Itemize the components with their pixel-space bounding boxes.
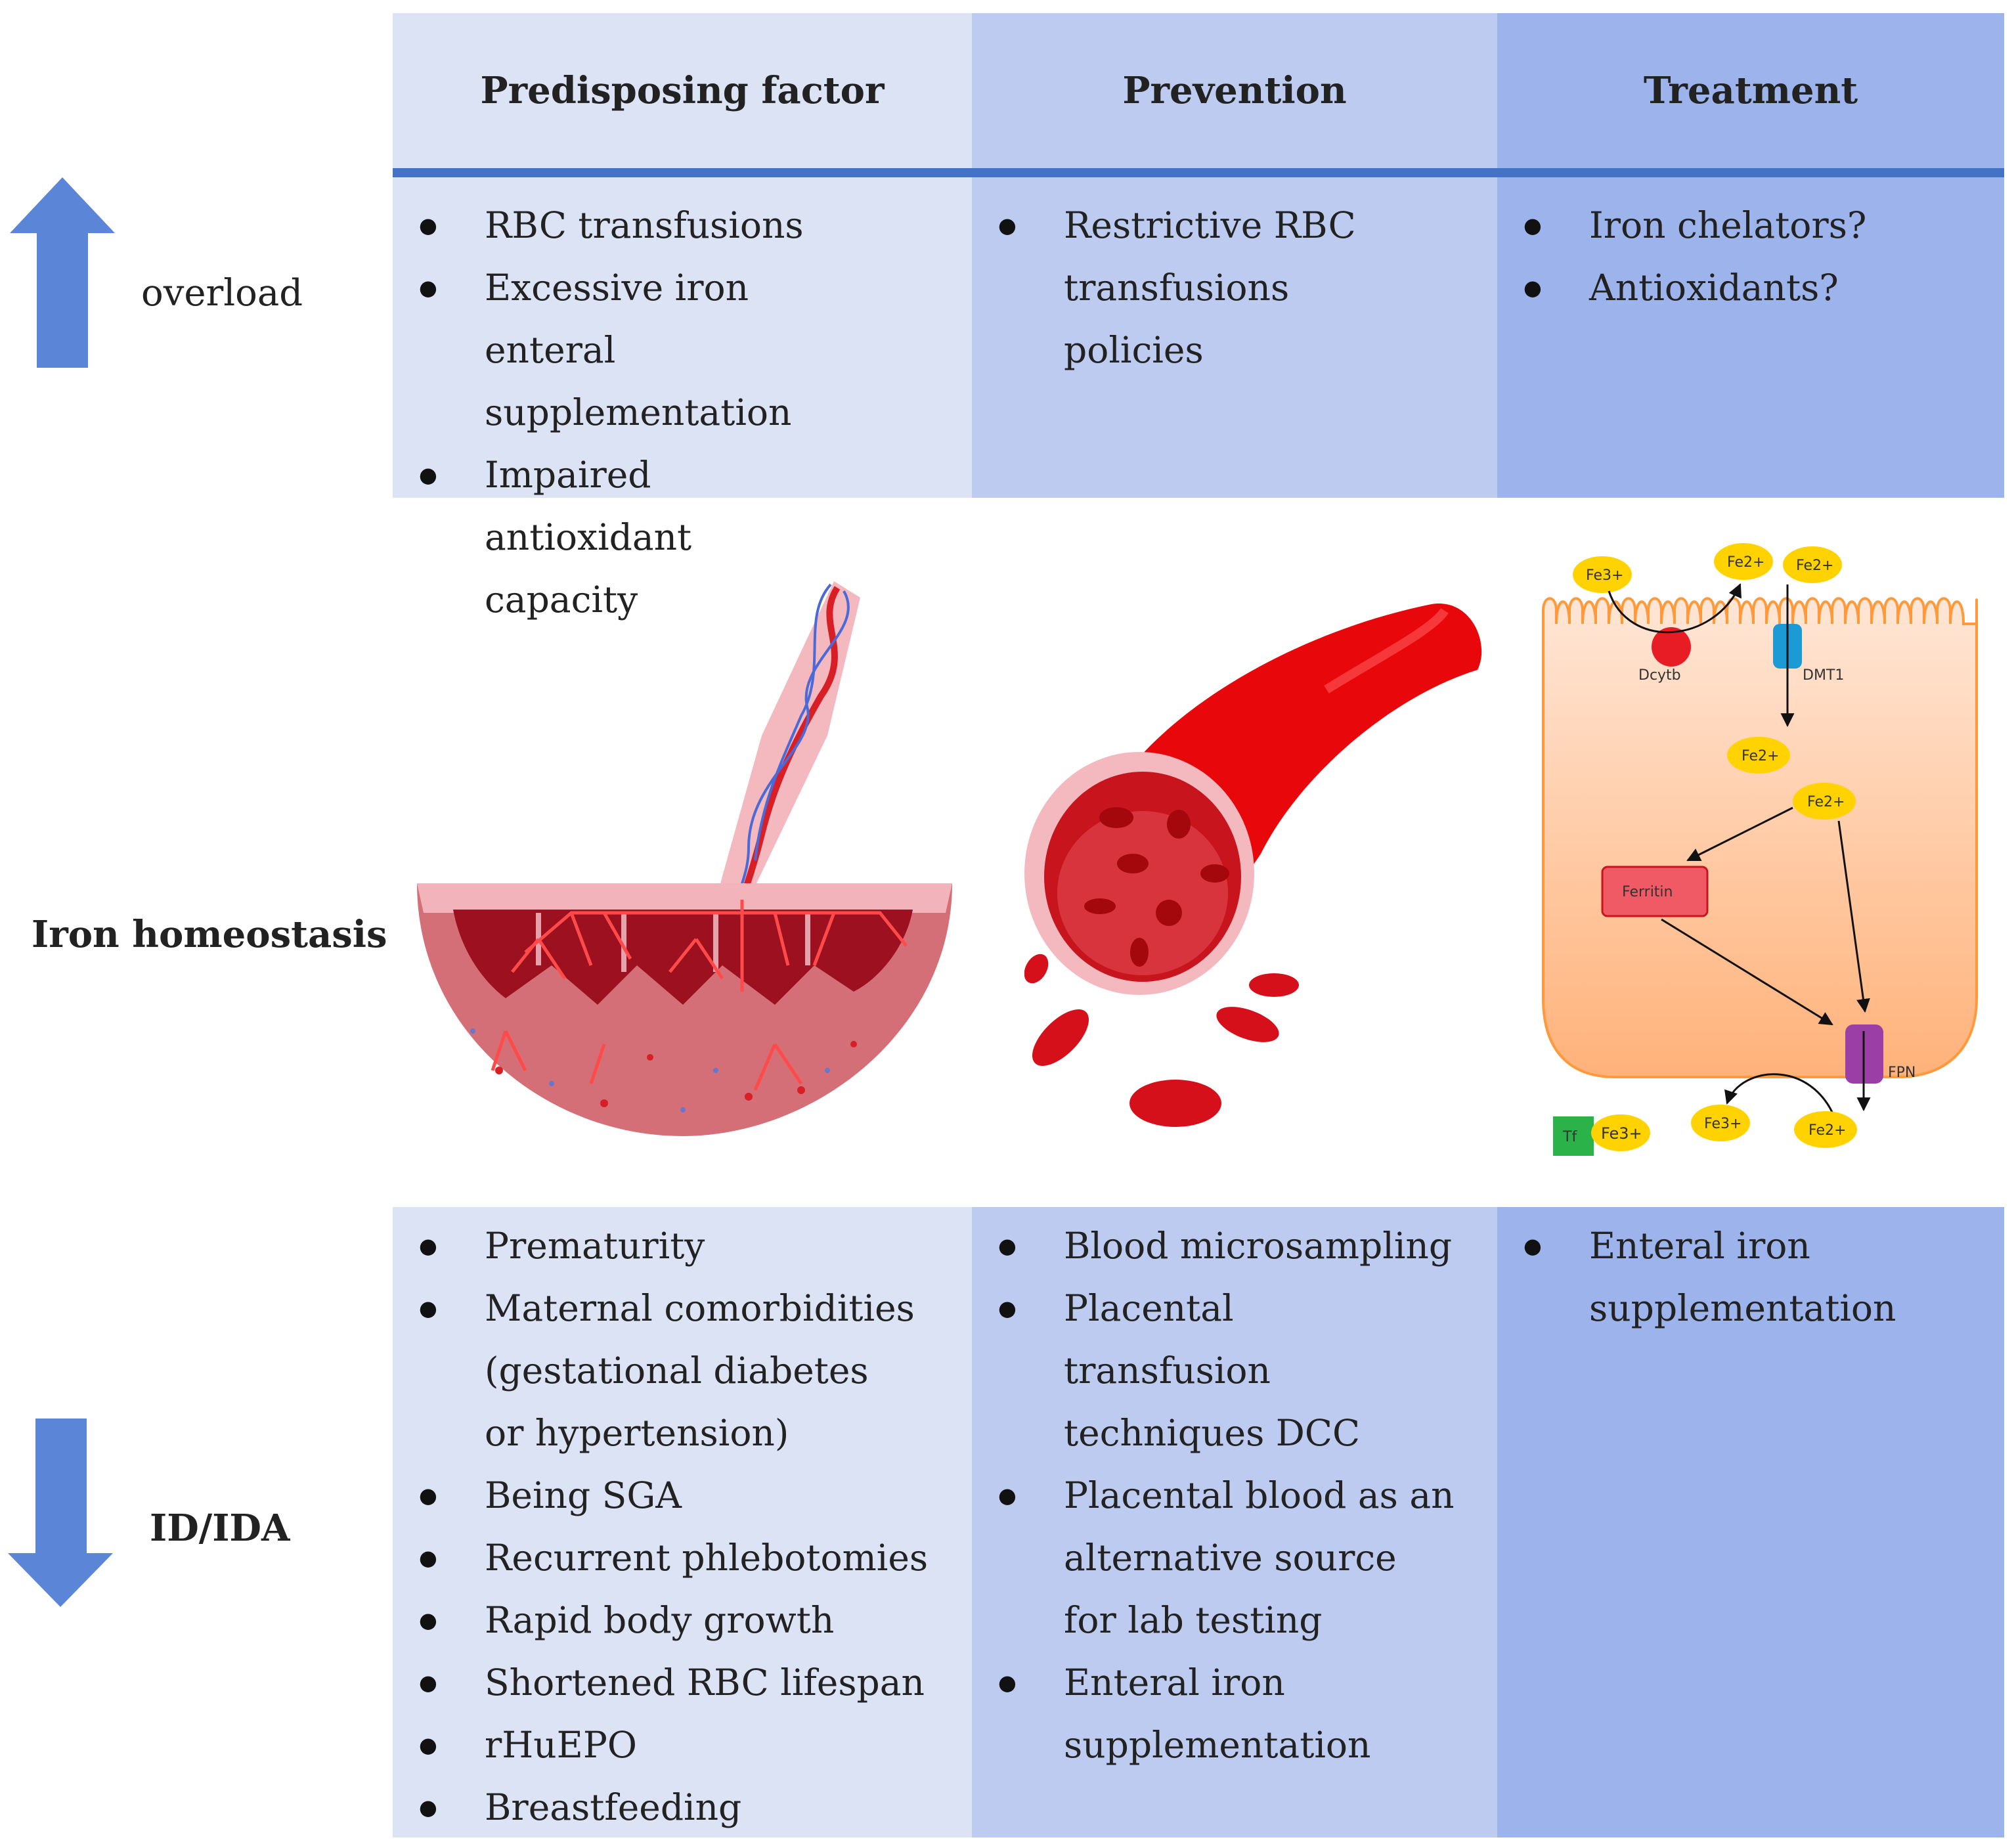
list-item: Recurrent phlebotomies: [393, 1527, 972, 1589]
placenta-illustration: [417, 581, 952, 1136]
overload-label: overload: [141, 272, 303, 315]
fe2-mid1-label: Fe2+: [1742, 748, 1779, 764]
list-item: RBC transfusions: [393, 194, 972, 257]
deficiency-predisposing-list: Prematurity Maternal comorbidities (gest…: [393, 1207, 972, 1839]
overload-prevention-list: Restrictive RBC transfusions policies: [972, 177, 1497, 382]
fe2-out-top-label: Fe2+: [1727, 554, 1764, 571]
deficiency-prevention-cell: Blood microsampling Placental transfusio…: [972, 1207, 1497, 1837]
header-predisposing: Predisposing factor: [393, 13, 972, 168]
fe2-ion-icon: [1783, 546, 1842, 583]
list-item: Blood microsampling: [972, 1215, 1497, 1277]
overload-prevention-cell: Restrictive RBC transfusions policies: [972, 177, 1497, 498]
list-item: Shortened RBC lifespan: [393, 1652, 972, 1714]
id-ida-label: ID/IDA: [150, 1507, 290, 1550]
fpn-label: FPN: [1888, 1065, 1916, 1081]
list-item: Excessive iron enteral supplementation: [393, 257, 852, 444]
list-item: Being SGA: [393, 1464, 972, 1527]
fe2-mid2-label: Fe2+: [1807, 794, 1845, 810]
overload-predisposing-list: RBC transfusions Excessive iron enteral …: [393, 177, 972, 631]
list-item: Enteral iron supplementation: [972, 1652, 1370, 1776]
list-item: Placental transfusion techniques DCC: [972, 1277, 1432, 1464]
list-item: Maternal comorbidities (gestational diab…: [393, 1277, 918, 1464]
dcytb-label: Dcytb: [1638, 667, 1681, 684]
list-item: Rapid body growth: [393, 1589, 972, 1652]
ferritin-label: Ferritin: [1622, 884, 1673, 900]
header-prevention: Prevention: [972, 13, 1497, 168]
blood-vessel-illustration: [1024, 604, 1482, 1127]
tf-label: Tf: [1562, 1129, 1577, 1145]
fe2-ion-icon: [1793, 783, 1856, 820]
up-arrow-icon: [10, 177, 115, 368]
list-item: Breastfeeding: [393, 1776, 972, 1839]
dcytb-icon: [1652, 627, 1691, 667]
ferritin-icon: [1601, 866, 1709, 917]
iron-homeostasis-label: Iron homeostasis: [32, 913, 387, 956]
header-treatment-label: Treatment: [1643, 69, 1858, 112]
overload-predisposing-cell: RBC transfusions Excessive iron enteral …: [393, 177, 972, 621]
list-item: Restrictive RBC transfusions policies: [972, 194, 1432, 382]
down-arrow-icon: [8, 1419, 113, 1607]
list-item: Placental blood as an alternative source…: [972, 1464, 1458, 1652]
list-item: Antioxidants?: [1497, 257, 2004, 319]
fe2-ion-icon: [1794, 1111, 1857, 1148]
overload-treatment-cell: Iron chelators? Antioxidants?: [1497, 177, 2004, 498]
list-item: Enteral iron supplementation: [1497, 1215, 1931, 1340]
header-divider: [393, 168, 2004, 177]
deficiency-treatment-list: Enteral iron supplementation: [1497, 1207, 2004, 1340]
header-treatment: Treatment: [1497, 13, 2004, 168]
list-item: Iron chelators?: [1497, 194, 2004, 257]
fe3-ion-icon: [1573, 556, 1632, 593]
fe3-in-label: Fe3+: [1586, 567, 1623, 584]
header-predisposing-label: Predisposing factor: [480, 69, 885, 112]
fe3-ion-icon: [1691, 1105, 1750, 1141]
fe2-dmt-label: Fe2+: [1796, 558, 1833, 574]
deficiency-treatment-cell: Enteral iron supplementation: [1497, 1207, 2004, 1837]
enterocyte-iron-pathway-diagram: Dcytb DMT1 Fe3+ Fe2+ Fe2+ Fe2+ Fe2+ Ferr…: [1542, 543, 1979, 1156]
deficiency-prevention-list: Blood microsampling Placental transfusio…: [972, 1207, 1497, 1776]
list-item: Impaired antioxidant capacity: [393, 444, 852, 631]
tf-fe3-label: Fe3+: [1601, 1124, 1642, 1143]
fe2-ion-icon: [1714, 543, 1773, 580]
fe2-ion-icon: [1727, 737, 1790, 774]
fe3-exit-label: Fe3+: [1704, 1116, 1742, 1132]
list-item: Prematurity: [393, 1215, 972, 1277]
dmt1-label: DMT1: [1803, 667, 1844, 684]
deficiency-predisposing-cell: Prematurity Maternal comorbidities (gest…: [393, 1207, 972, 1839]
overload-treatment-list: Iron chelators? Antioxidants?: [1497, 177, 2004, 319]
transferrin-icon: [1553, 1116, 1594, 1156]
fe2-exit-label: Fe2+: [1808, 1122, 1846, 1139]
fe3-ion-icon: [1591, 1114, 1650, 1151]
header-prevention-label: Prevention: [1122, 69, 1347, 112]
list-item: rHuEPO: [393, 1714, 972, 1776]
